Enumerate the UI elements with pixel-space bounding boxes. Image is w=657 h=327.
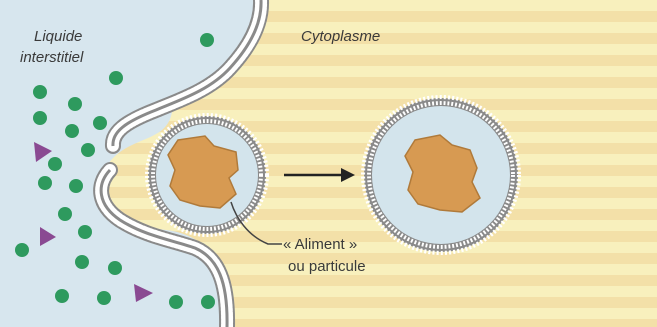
phagosome-vesicle	[364, 98, 518, 252]
molecule-dot	[33, 85, 47, 99]
molecule-dot	[93, 116, 107, 130]
molecule-dot	[201, 295, 215, 309]
molecule-dot	[97, 291, 111, 305]
forming-vesicle	[148, 116, 266, 234]
molecule-dot	[33, 111, 47, 125]
molecule-dot	[109, 71, 123, 85]
molecule-dot	[58, 207, 72, 221]
molecule-dot	[108, 261, 122, 275]
molecule-dot	[15, 243, 29, 257]
food-label-line2: ou particule	[288, 258, 366, 275]
molecule-dot	[169, 295, 183, 309]
cytoplasm-label: Cytoplasme	[301, 28, 380, 45]
molecule-dot	[200, 33, 214, 47]
molecule-dot	[75, 255, 89, 269]
extracellular-label-line1: Liquide	[34, 28, 82, 45]
molecule-dot	[68, 97, 82, 111]
extracellular-label-line2: interstitiel	[20, 49, 84, 66]
molecule-dot	[69, 179, 83, 193]
molecule-dot	[38, 176, 52, 190]
molecule-dot	[55, 289, 69, 303]
molecule-dot	[81, 143, 95, 157]
molecule-dot	[48, 157, 62, 171]
molecule-dot	[65, 124, 79, 138]
molecule-dot	[78, 225, 92, 239]
food-label-line1: « Aliment »	[283, 236, 357, 253]
